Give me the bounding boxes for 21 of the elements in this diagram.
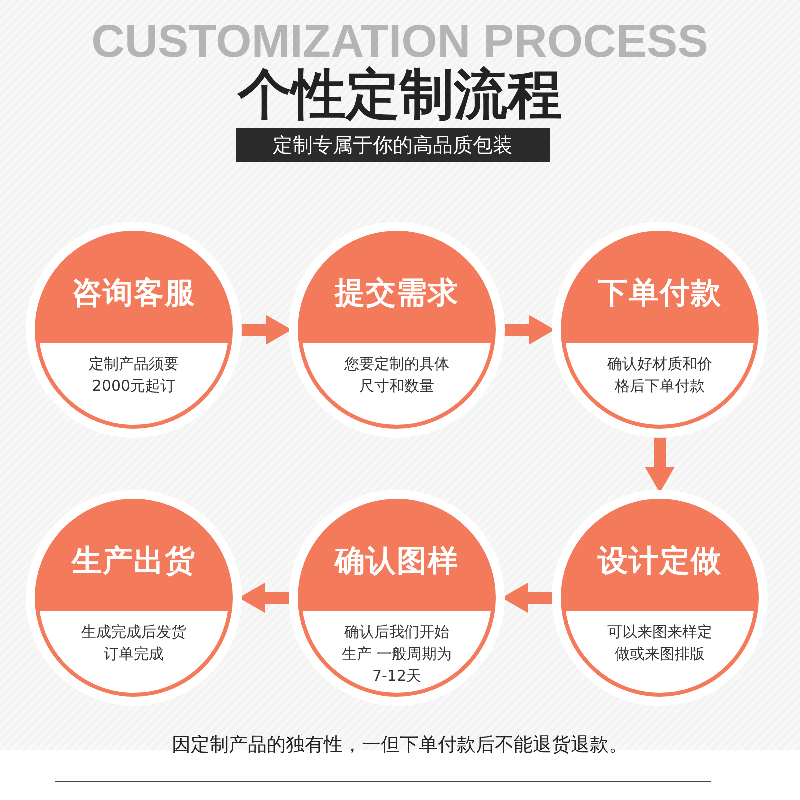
step-title: 下单付款	[597, 275, 723, 313]
arrow	[645, 437, 675, 493]
step-description: 确认后我们开始生产 一般周期为7-12天	[342, 622, 452, 687]
arrow	[504, 315, 555, 345]
step-description: 定制产品须要2000元起订	[88, 354, 180, 397]
subtitle-banner: 定制专属于你的高品质包装	[236, 128, 550, 162]
step-description: 可以来图来样定做或来图排版	[606, 622, 714, 665]
step-description: 确认好材质和价格后下单付款	[606, 354, 714, 397]
arrow	[241, 315, 292, 345]
arrow	[239, 583, 290, 613]
background-heading: CUSTOMIZATION PROCESS	[90, 18, 710, 64]
step-description: 您要定制的具体尺寸和数量	[344, 354, 450, 397]
arrow	[502, 583, 553, 613]
note: 因定制产品的独有性，一但下单付款后不能退货退款。	[171, 733, 629, 758]
step-description: 生成完成后发货订单完成	[80, 622, 188, 665]
step-title: 设计定做	[596, 543, 723, 581]
step-title: 生产出货	[70, 543, 197, 581]
step-title: 咨询客服	[71, 275, 197, 313]
title: 个性定制流程	[236, 68, 563, 122]
step-title: 确认图样	[333, 543, 460, 581]
step-title: 提交需求	[334, 275, 460, 313]
